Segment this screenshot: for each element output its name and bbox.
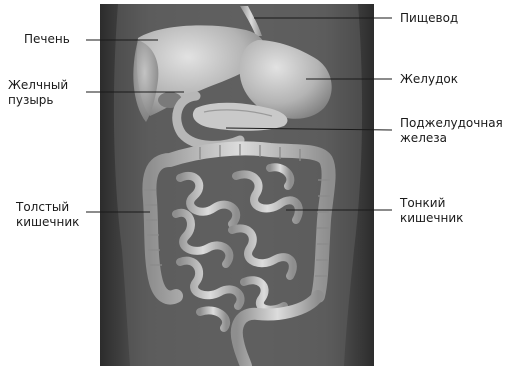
label-esophagus: Пищевод [400,11,458,26]
label-pancreas: Поджелудочная железа [400,116,503,146]
label-colon: Толстый кишечник [16,200,79,230]
label-small-intestine: Тонкий кишечник [400,196,463,226]
label-stomach: Желудок [400,72,458,87]
label-liver: Печень [24,32,70,47]
label-gallbladder: Желчный пузырь [8,78,68,108]
